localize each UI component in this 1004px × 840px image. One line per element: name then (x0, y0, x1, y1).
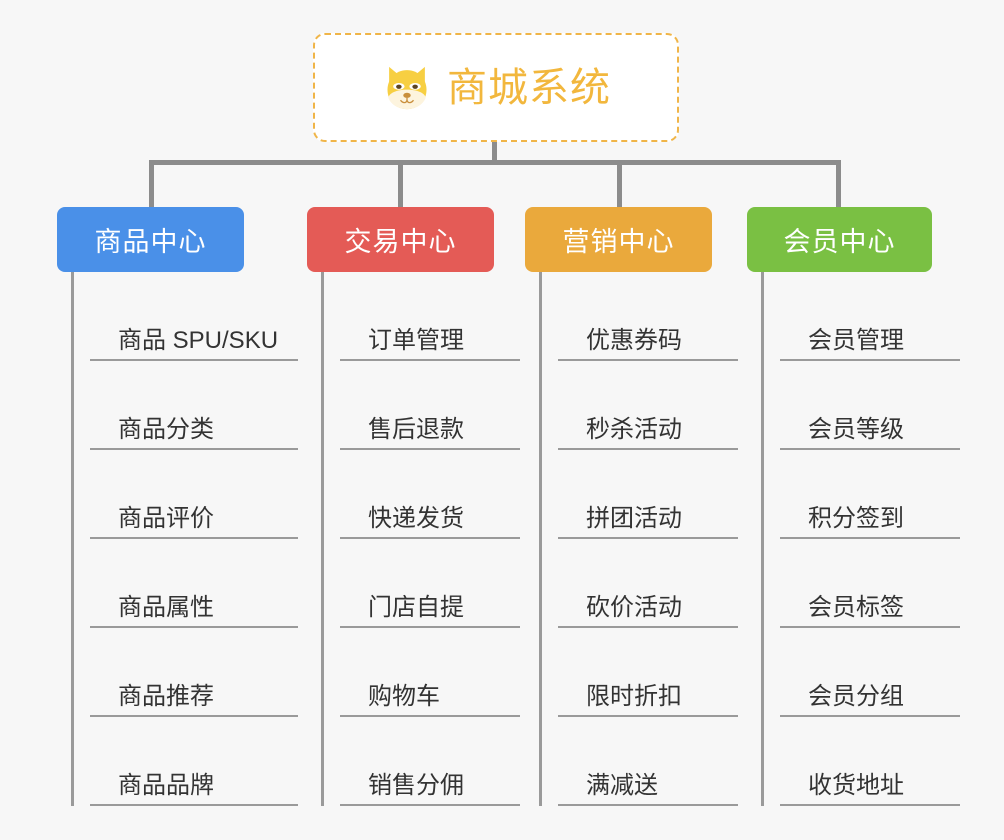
shiba-dog-icon (387, 66, 427, 109)
leaf-list-transaction-center: 订单管理 售后退款 快递发货 门店自提 购物车 销售分佣 (321, 272, 522, 806)
branch-label: 商品中心 (94, 227, 207, 257)
connector-root-stem (492, 142, 497, 164)
branch-header-marketing-center[interactable]: 营销中心 (525, 207, 712, 272)
list-item[interactable]: 商品推荐 (90, 628, 298, 717)
branch-marketing-center: 营销中心 优惠券码 秒杀活动 拼团活动 砍价活动 限时折扣 满减送 (525, 207, 740, 806)
list-item[interactable]: 购物车 (340, 628, 520, 717)
list-item[interactable]: 优惠券码 (558, 272, 738, 361)
list-item[interactable]: 秒杀活动 (558, 361, 738, 450)
root-node[interactable]: 商城系统 (313, 33, 679, 142)
list-item[interactable]: 会员标签 (780, 539, 960, 628)
leaf-list-product-center: 商品 SPU/SKU 商品分类 商品评价 商品属性 商品推荐 商品品牌 (71, 272, 298, 806)
branch-label: 交易中心 (344, 227, 457, 257)
list-item[interactable]: 门店自提 (340, 539, 520, 628)
list-item[interactable]: 满减送 (558, 717, 738, 806)
list-item[interactable]: 积分签到 (780, 450, 960, 539)
list-item[interactable]: 会员分组 (780, 628, 960, 717)
list-item[interactable]: 商品属性 (90, 539, 298, 628)
root-title: 商城系统 (447, 65, 611, 110)
list-item[interactable]: 商品品牌 (90, 717, 298, 806)
connector-horizontal-bar (149, 160, 840, 165)
branch-label: 营销中心 (562, 227, 675, 257)
branch-header-member-center[interactable]: 会员中心 (747, 207, 932, 272)
list-item[interactable]: 会员等级 (780, 361, 960, 450)
list-item[interactable]: 订单管理 (340, 272, 520, 361)
connector-drop-1 (149, 160, 154, 208)
list-item[interactable]: 快递发货 (340, 450, 520, 539)
connector-drop-4 (836, 160, 841, 208)
list-item[interactable]: 拼团活动 (558, 450, 738, 539)
list-item[interactable]: 会员管理 (780, 272, 960, 361)
list-item[interactable]: 收货地址 (780, 717, 960, 806)
connector-drop-2 (398, 160, 403, 208)
branch-transaction-center: 交易中心 订单管理 售后退款 快递发货 门店自提 购物车 销售分佣 (307, 207, 522, 806)
list-item[interactable]: 砍价活动 (558, 539, 738, 628)
branch-member-center: 会员中心 会员管理 会员等级 积分签到 会员标签 会员分组 收货地址 (747, 207, 962, 806)
branch-label: 会员中心 (783, 227, 896, 257)
branch-header-product-center[interactable]: 商品中心 (57, 207, 244, 272)
list-item[interactable]: 商品 SPU/SKU (90, 272, 298, 361)
connector-drop-3 (617, 160, 622, 208)
list-item[interactable]: 限时折扣 (558, 628, 738, 717)
list-item[interactable]: 销售分佣 (340, 717, 520, 806)
leaf-list-member-center: 会员管理 会员等级 积分签到 会员标签 会员分组 收货地址 (761, 272, 962, 806)
list-item[interactable]: 商品分类 (90, 361, 298, 450)
list-item[interactable]: 商品评价 (90, 450, 298, 539)
leaf-list-marketing-center: 优惠券码 秒杀活动 拼团活动 砍价活动 限时折扣 满减送 (539, 272, 740, 806)
branch-product-center: 商品中心 商品 SPU/SKU 商品分类 商品评价 商品属性 商品推荐 商品品牌 (57, 207, 298, 806)
list-item[interactable]: 售后退款 (340, 361, 520, 450)
branch-header-transaction-center[interactable]: 交易中心 (307, 207, 494, 272)
